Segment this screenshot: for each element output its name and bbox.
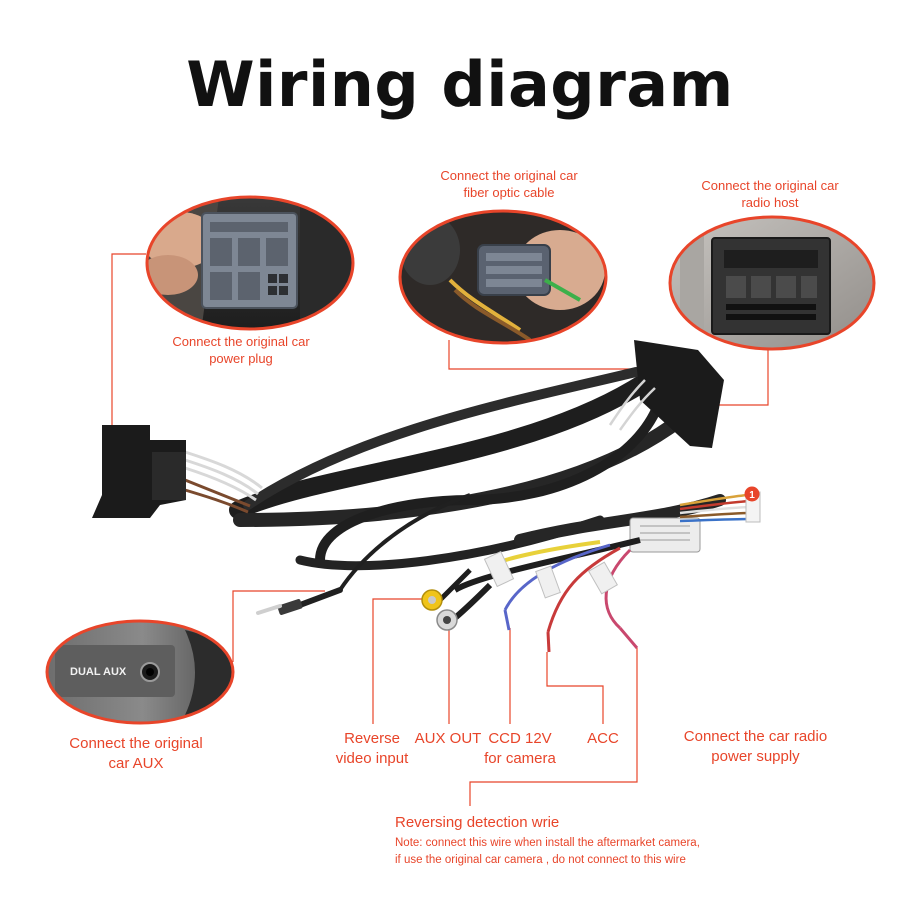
fiber-optic-connector-photo [398, 209, 608, 345]
dual-aux-text: DUAL AUX [70, 666, 127, 678]
label-fiber-optic-line1: Connect the original car [440, 168, 578, 183]
badge-number: 1 [749, 490, 755, 501]
label-car-aux-line1: Connect the original [69, 735, 203, 752]
label-radio-host-line2: radio host [741, 195, 799, 210]
wiring-harness: 1 [92, 340, 761, 653]
note-line1: Note: connect this wire when install the… [395, 837, 700, 849]
label-radio-power-line2: power supply [711, 748, 800, 765]
label-car-aux-line2: car AUX [108, 755, 164, 772]
rca-yellow-connector [421, 589, 443, 611]
label-ccd-line2: for camera [484, 750, 556, 767]
label-power-plug-line2: power plug [209, 351, 273, 366]
label-radio-power: Connect the car radio power supply [668, 727, 843, 767]
label-fiber-optic-line2: fiber optic cable [463, 185, 555, 200]
label-reversing-detection: Reversing detection wrie [395, 814, 560, 831]
label-radio-host: Connect the original car radio host [665, 177, 875, 211]
label-aux-out: AUX OUT [414, 730, 482, 747]
note-text: Note: connect this wire when install the… [395, 835, 700, 869]
radio-host-socket-photo [668, 215, 876, 351]
label-reverse-video-line1: Reverse [344, 730, 400, 747]
label-car-aux: Connect the original car AUX [36, 734, 236, 774]
dual-aux-port-photo: DUAL AUX [45, 619, 235, 725]
rca-black-connector [436, 609, 458, 631]
leader-lines [111, 253, 769, 806]
label-reverse-video: Reverse video input [322, 729, 422, 769]
note-line2: if use the original car camera , do not … [395, 854, 686, 866]
label-acc: ACC [587, 730, 619, 747]
label-power-plug: Connect the original car power plug [136, 333, 346, 367]
label-reverse-video-line2: video input [335, 750, 409, 767]
label-ccd: CCD 12V for camera [472, 729, 568, 769]
power-plug-connector-photo [145, 195, 355, 331]
label-ccd-line1: CCD 12V [488, 730, 552, 747]
page-title: Wiring diagram [186, 48, 734, 121]
label-radio-host-line1: Connect the original car [701, 178, 839, 193]
label-power-plug-line1: Connect the original car [172, 334, 310, 349]
label-fiber-optic: Connect the original car fiber optic cab… [404, 167, 614, 201]
label-radio-power-line1: Connect the car radio [683, 728, 828, 745]
